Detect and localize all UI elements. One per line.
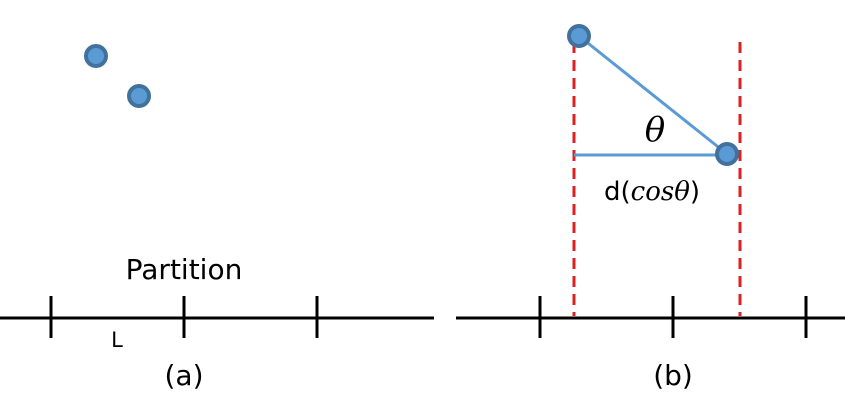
angle-label: θ xyxy=(645,110,665,150)
panel-b: θ d(cosθ) (b) xyxy=(456,24,845,392)
caption-b: (b) xyxy=(653,359,693,392)
projection-suffix: ) xyxy=(690,177,700,207)
projection-prefix: d( xyxy=(604,177,631,207)
panel-a-point-1 xyxy=(84,44,108,68)
distance-segment xyxy=(578,34,728,156)
panel-b-point-2 xyxy=(715,142,739,166)
length-label: L xyxy=(111,328,123,352)
caption-a: (a) xyxy=(164,359,203,392)
projection-math: cosθ xyxy=(631,177,691,207)
panel-a-point-2 xyxy=(127,84,151,108)
panel-a: Partition L (a) xyxy=(0,44,434,392)
projection-label: d(cosθ) xyxy=(604,177,700,207)
partition-label: Partition xyxy=(126,253,243,286)
panel-b-point-1 xyxy=(567,24,591,48)
